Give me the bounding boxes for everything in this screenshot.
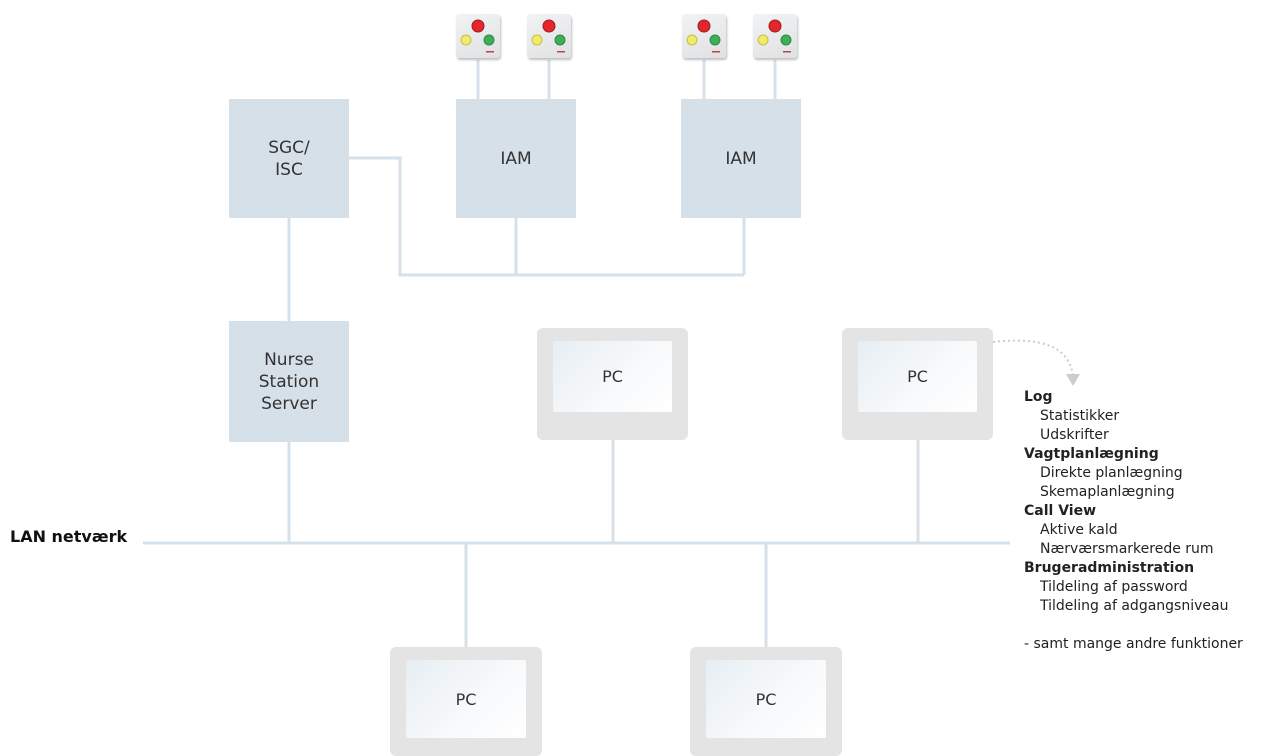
sgc-label-line2: ISC	[275, 159, 303, 180]
menu-item: Direkte planlægning	[1040, 465, 1183, 481]
iam-label: IAM	[500, 148, 532, 169]
lan-label: LAN netværk	[10, 527, 128, 546]
pc-screen: PC	[553, 341, 672, 412]
menu-item: Skemaplanlægning	[1040, 484, 1175, 500]
menu-group-log: Log Statistikker Udskrifter	[1024, 388, 1243, 445]
menu-item: Udskrifter	[1040, 427, 1109, 443]
server-label-line1: Nurse	[264, 349, 314, 370]
menu-item: Tildeling af password	[1040, 579, 1188, 595]
call-unit-1	[456, 14, 500, 58]
menu-group-brugeradministration: Brugeradministration Tildeling af passwo…	[1024, 559, 1243, 616]
call-unit-icon	[757, 19, 792, 53]
pc-label: PC	[907, 367, 928, 386]
menu-item: Aktive kald	[1040, 522, 1118, 538]
menu-group-call-view: Call View Aktive kald Nærværsmarkerede r…	[1024, 502, 1243, 559]
pc-node-4: PC	[690, 647, 842, 756]
dotted-arrow-path	[992, 339, 1074, 376]
menu-item: Statistikker	[1040, 408, 1120, 424]
call-unit-4	[753, 14, 797, 58]
pc-node-3: PC	[390, 647, 542, 756]
menu-group-vagtplanlaegning: Vagtplanlægning Direkte planlægning Skem…	[1024, 445, 1243, 502]
menu-item: Nærværsmarkerede rum	[1040, 541, 1214, 557]
call-unit-icon	[460, 19, 495, 53]
pc-label: PC	[602, 367, 623, 386]
pc-screen: PC	[858, 341, 977, 412]
call-unit-icon	[531, 19, 566, 53]
menu-heading: Brugeradministration	[1024, 560, 1195, 576]
server-label-line3: Server	[261, 393, 317, 414]
menu-footer: - samt mange andre funktioner	[1024, 636, 1243, 652]
pc-node-1: PC	[537, 328, 688, 440]
sgc-iam-bus	[349, 156, 744, 277]
menu-heading: Call View	[1024, 503, 1097, 519]
sgc-label-line1: SGC/	[268, 137, 310, 158]
arrow-head-icon	[1066, 374, 1080, 386]
menu-heading: Vagtplanlægning	[1024, 446, 1159, 462]
pc-label: PC	[455, 689, 477, 709]
menu-item: Tildeling af adgangsniveau	[1040, 598, 1229, 614]
menu-heading: Log	[1024, 389, 1053, 405]
call-unit-3	[682, 14, 726, 58]
iam-node-2: IAM	[681, 99, 801, 218]
pc-screen: PC	[706, 660, 826, 738]
sgc-isc-node: SGC/ ISC	[229, 99, 349, 218]
pc-node-2: PC	[842, 328, 993, 440]
call-unit-2	[527, 14, 571, 58]
nurse-station-server-node: Nurse Station Server	[229, 321, 349, 442]
call-unit-icon	[686, 19, 721, 53]
pc-screen: PC	[406, 660, 526, 738]
iam-node-1: IAM	[456, 99, 576, 218]
iam-label: IAM	[725, 148, 757, 169]
pc-label: PC	[755, 689, 777, 709]
server-label-line2: Station	[258, 371, 320, 392]
function-list: Log Statistikker Udskrifter Vagtplanlægn…	[1024, 388, 1243, 654]
